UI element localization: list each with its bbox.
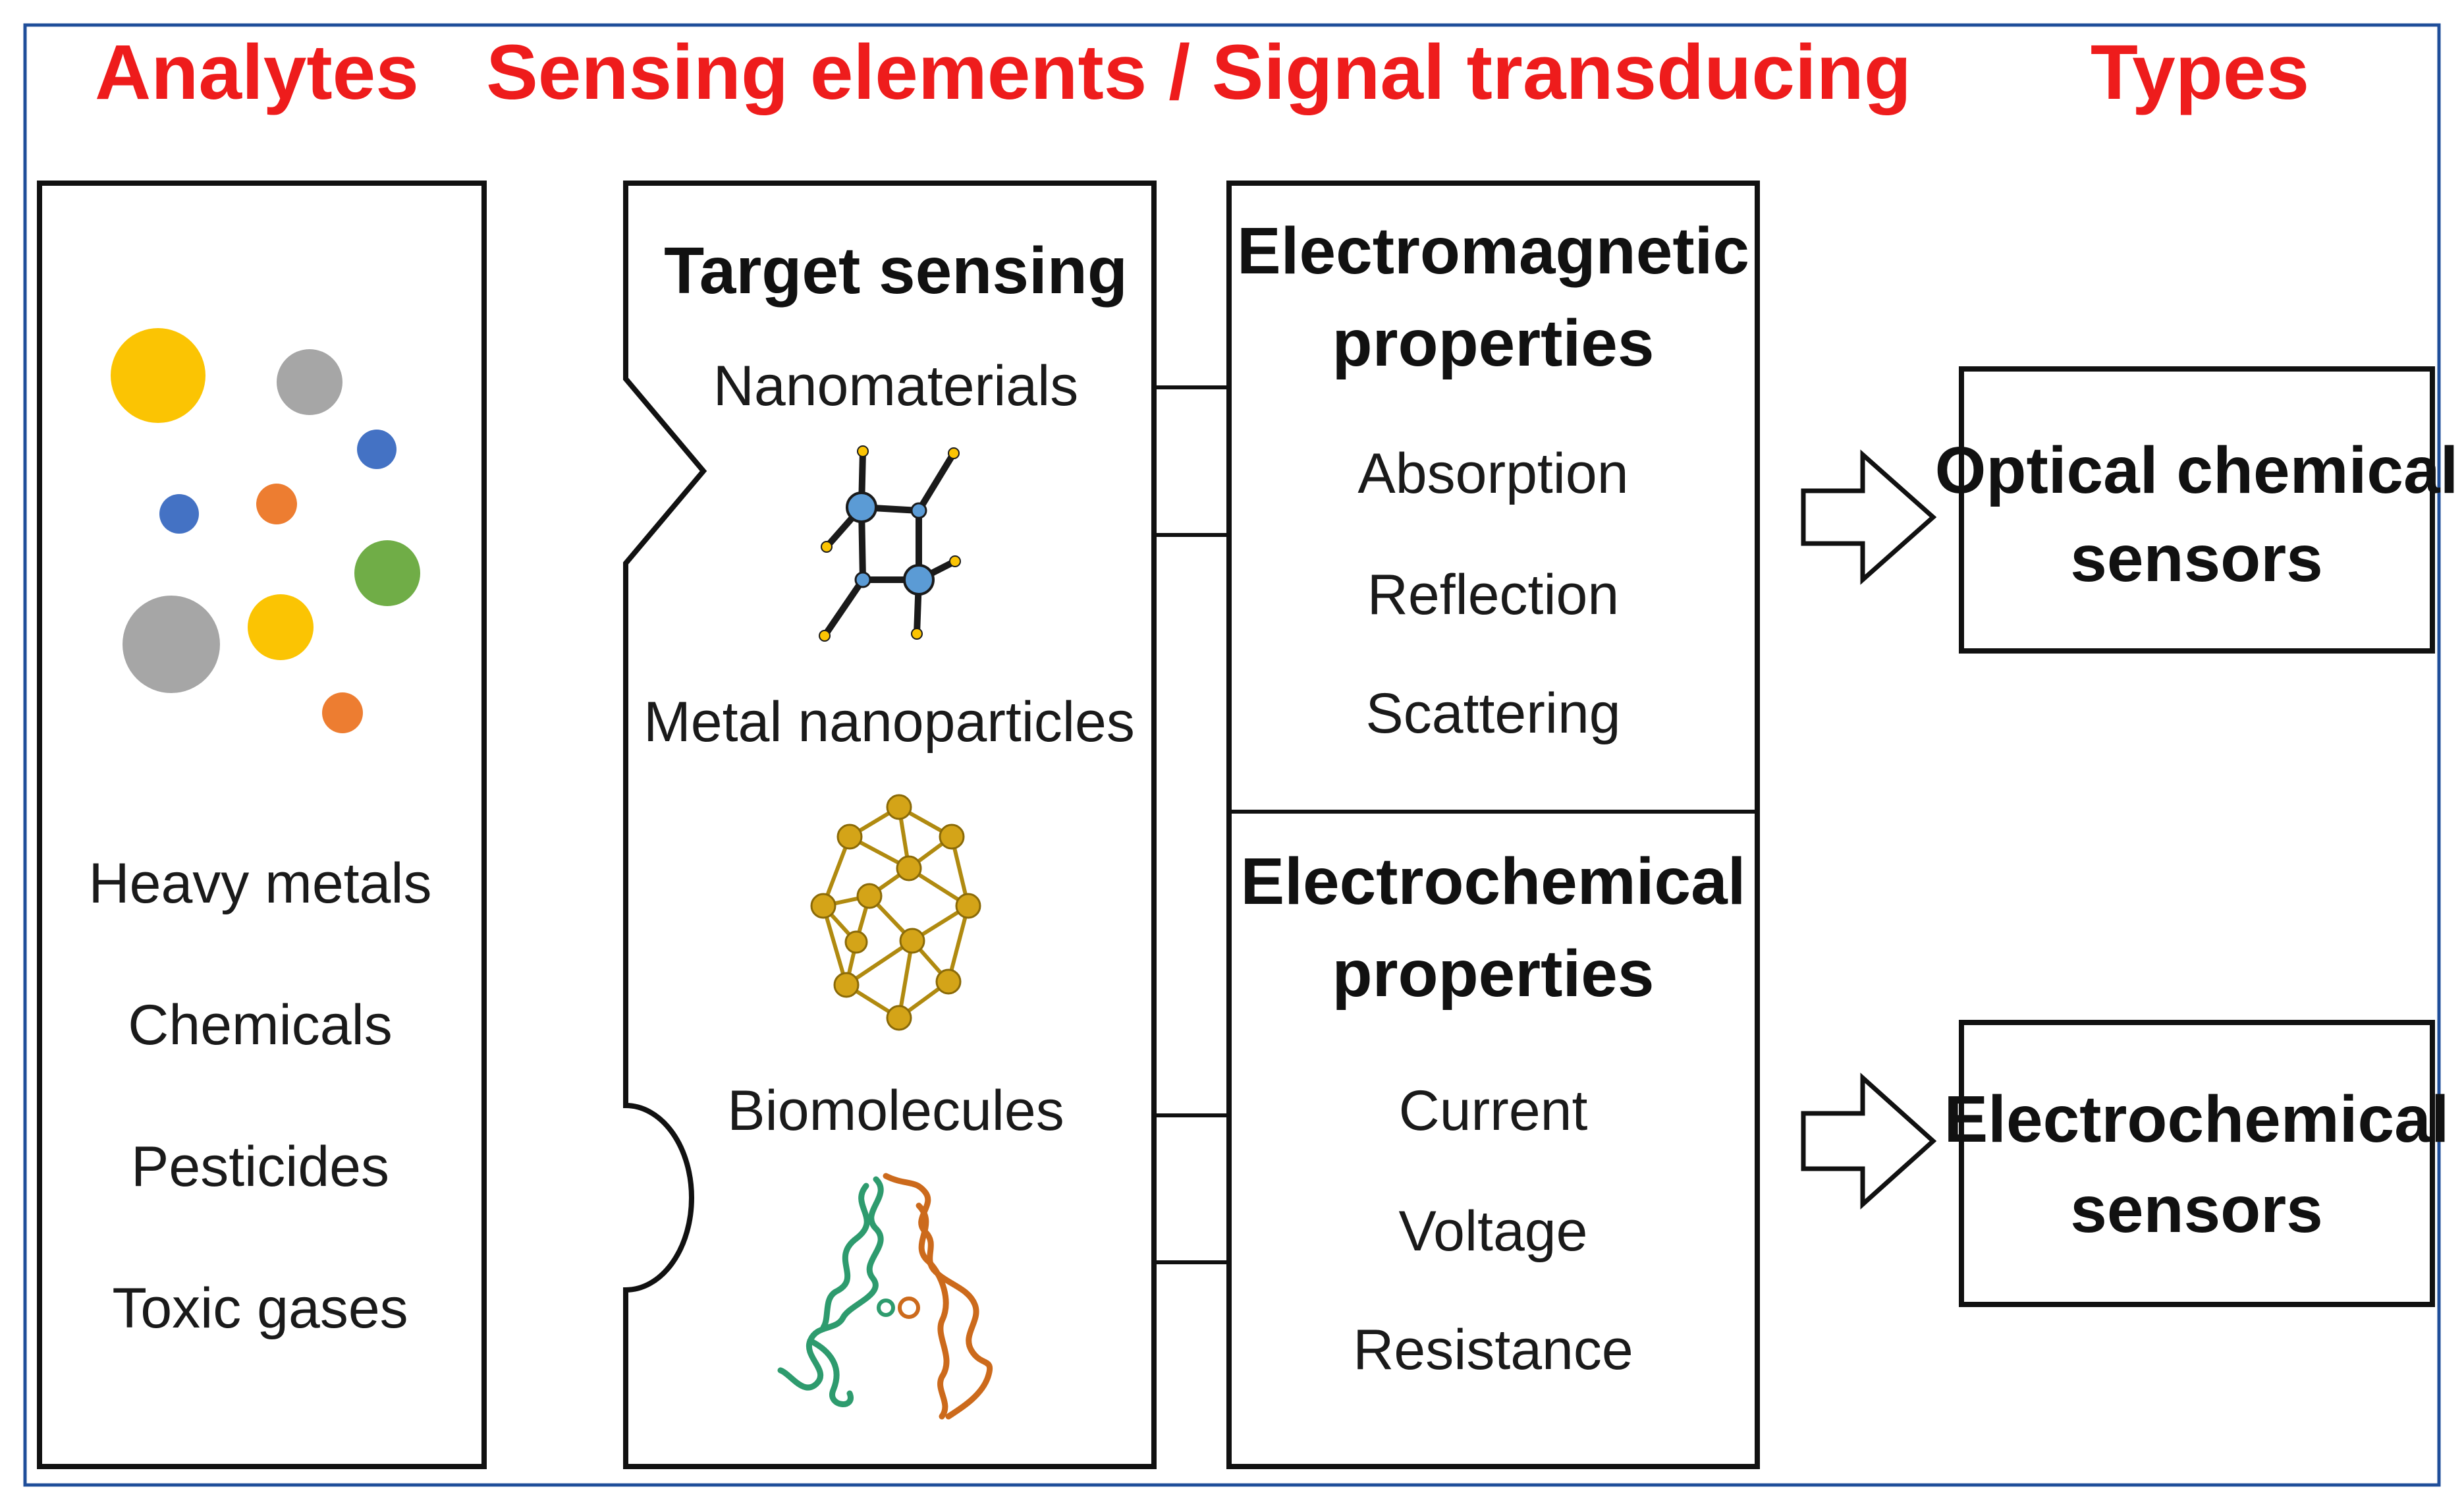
- analyte-dot-orange: [256, 484, 297, 524]
- type-optical-line2: sensors: [2070, 522, 2323, 596]
- type-optical-box: Optical chemical sensors: [1935, 366, 2459, 654]
- connector-lines: [1154, 385, 1229, 1264]
- properties-frame: [1226, 181, 1760, 1469]
- analyte-dot-orange: [322, 692, 363, 733]
- header-analytes: Analytes: [95, 29, 419, 116]
- electrochemical-title-line2: properties: [1332, 937, 1654, 1011]
- nanomaterial-molecule-icon: [819, 445, 961, 642]
- biomolecule-protein-icon: [777, 1173, 993, 1420]
- analyte-dot-gray-large: [123, 596, 220, 693]
- analyte-item: Pesticides: [131, 1135, 389, 1198]
- analyte-dot-yellow-small: [248, 594, 314, 660]
- target-sensing-box: Target sensing Nanomaterials Metal nanop…: [623, 181, 1157, 1469]
- type-electrochemical-line2: sensors: [2070, 1173, 2323, 1246]
- sensing-item-metal-nanoparticles: Metal nanoparticles: [643, 690, 1135, 754]
- electrochemical-item: Current: [1399, 1079, 1588, 1142]
- type-optical-line1: Optical chemical: [1935, 433, 2459, 507]
- analyte-dot-gray-small: [277, 349, 342, 415]
- analyte-item: Toxic gases: [112, 1277, 408, 1340]
- outer-frame: [23, 23, 2441, 1487]
- type-electrochemical-line1: Electrochemical: [1944, 1082, 2449, 1156]
- electromagnetic-section: Electromagnetic properties Absorption Re…: [1237, 214, 1749, 745]
- analyte-dot-blue: [357, 430, 397, 469]
- sensing-item-nanomaterials: Nanomaterials: [713, 354, 1078, 418]
- electrochemical-title-line1: Electrochemical: [1240, 845, 1745, 918]
- analyte-item: Heavy metals: [89, 852, 432, 915]
- right-arrow-icon: [1801, 449, 1937, 585]
- type-electrochemical-box: Electrochemical sensors: [1944, 1020, 2450, 1307]
- electromagnetic-item: Reflection: [1367, 563, 1619, 627]
- electromagnetic-title-line1: Electromagnetic: [1237, 214, 1749, 288]
- type-electrochemical-frame: [1959, 1020, 2435, 1307]
- sensing-item-biomolecules: Biomolecules: [727, 1079, 1064, 1142]
- target-sensing-title: Target sensing: [664, 234, 1128, 308]
- properties-box: Electromagnetic properties Absorption Re…: [1226, 181, 1760, 1469]
- analyte-item: Chemicals: [128, 993, 392, 1057]
- metal-nanoparticle-cluster-icon: [810, 794, 981, 1031]
- analytes-box: Heavy metals Chemicals Pesticides Toxic …: [37, 181, 487, 1469]
- header-sensing: Sensing elements / Signal transducing: [486, 29, 1911, 116]
- analyte-dot-green: [354, 540, 420, 606]
- target-sensing-frame: [623, 181, 1157, 1469]
- analyte-dot-blue: [159, 494, 199, 534]
- electromagnetic-item: Absorption: [1357, 442, 1628, 505]
- electrochemical-section: Electrochemical properties Current Volta…: [1240, 845, 1745, 1382]
- electromagnetic-title-line2: properties: [1332, 306, 1654, 380]
- electrochemical-item: Voltage: [1399, 1200, 1588, 1263]
- type-optical-frame: [1959, 366, 2435, 654]
- analytes-frame: [37, 181, 487, 1469]
- header-types: Types: [2091, 29, 2309, 116]
- electrochemical-item: Resistance: [1353, 1318, 1633, 1382]
- right-arrow-icon: [1801, 1073, 1937, 1210]
- electromagnetic-item: Scattering: [1365, 682, 1620, 745]
- analyte-dot-yellow-large: [111, 328, 205, 423]
- analyte-dots: [111, 328, 420, 733]
